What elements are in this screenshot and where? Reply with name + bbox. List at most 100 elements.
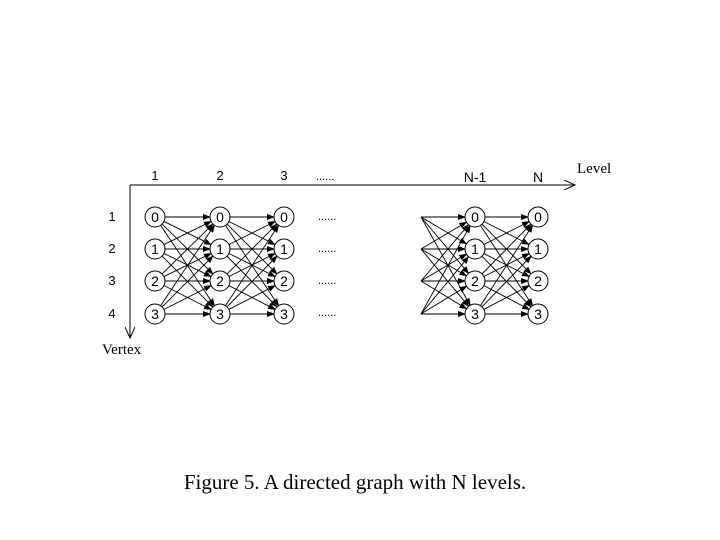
- vertex-axis-label: Vertex: [102, 342, 142, 358]
- node-label: 2: [216, 273, 224, 289]
- row-ellipsis-3: ......: [318, 275, 336, 287]
- node-circle: [144, 270, 166, 292]
- vertex-label-1: 1: [108, 209, 115, 224]
- node-label: 1: [216, 241, 224, 257]
- level-label-ellipsis: ......: [316, 171, 334, 183]
- node-label: 3: [534, 306, 542, 322]
- node-label: 3: [280, 306, 288, 322]
- node-circle: [273, 238, 295, 260]
- node-circle: [527, 270, 549, 292]
- node-label: 2: [280, 273, 288, 289]
- edge-level4-to-level5-v2-v0: [481, 223, 532, 275]
- node-level5-vertex3: 3: [527, 303, 549, 325]
- row-ellipsis-2: ......: [318, 243, 336, 255]
- level-label-3: 3: [280, 168, 287, 183]
- edge-level2-to-level3-v3-v1: [226, 255, 278, 308]
- node-circle: [144, 206, 166, 228]
- edge-incoming-level-n-minus-1-v2-v1: [420, 253, 468, 282]
- edge-level2-to-level3-v1-v0: [228, 221, 276, 245]
- node-circle: [273, 206, 295, 228]
- edge-incoming-level-n-minus-1-v3-v0: [420, 224, 471, 315]
- node-level2-vertex0: 0: [209, 206, 231, 228]
- node-level3-vertex3: 3: [273, 303, 295, 325]
- node-label: 0: [534, 209, 542, 225]
- node-label: 0: [280, 209, 288, 225]
- edges-layer: [160, 214, 534, 317]
- vertex-label-3: 3: [108, 273, 115, 288]
- node-circle: [273, 270, 295, 292]
- node-circle: [273, 303, 295, 325]
- node-level2-vertex2: 2: [209, 270, 231, 292]
- node-circle: [144, 238, 166, 260]
- edge-level1-to-level2-v3-v0: [160, 224, 215, 306]
- node-level4-vertex3: 3: [464, 303, 486, 325]
- node-label: 0: [216, 209, 224, 225]
- node-circle: [464, 206, 486, 228]
- node-circle: [527, 303, 549, 325]
- node-level1-vertex1: 1: [144, 238, 166, 260]
- node-level3-vertex0: 0: [273, 206, 295, 228]
- node-level5-vertex2: 2: [527, 270, 549, 292]
- level-label-n: N: [533, 169, 543, 185]
- edge-incoming-level-n-minus-1-v3-v1: [420, 255, 470, 315]
- node-circle: [527, 238, 549, 260]
- edge-incoming-level-n-minus-1-v2-v3: [420, 280, 468, 310]
- edge-level4-to-level5-v1-v0: [483, 221, 530, 245]
- node-circle: [144, 303, 166, 325]
- node-label: 1: [534, 241, 542, 257]
- edge-incoming-level-n-minus-1-v1-v0: [420, 221, 468, 250]
- edge-level2-to-level3-v2-v0: [226, 223, 278, 275]
- node-circle: [209, 303, 231, 325]
- node-label: 0: [471, 209, 479, 225]
- node-label: 2: [534, 273, 542, 289]
- node-level4-vertex1: 1: [464, 238, 486, 260]
- edge-incoming-level-n-minus-1-v2-v0: [420, 223, 470, 282]
- edge-level4-to-level5-v3-v2: [483, 285, 531, 310]
- node-level1-vertex2: 2: [144, 270, 166, 292]
- node-label: 3: [471, 306, 479, 322]
- node-level2-vertex3: 3: [209, 303, 231, 325]
- node-level5-vertex0: 0: [527, 206, 549, 228]
- edge-level1-to-level2-v3-v1: [161, 255, 214, 308]
- node-circle: [209, 206, 231, 228]
- node-circle: [464, 303, 486, 325]
- row-ellipsis-4: ......: [318, 307, 336, 319]
- edge-incoming-level-n-minus-1-v0-v3: [420, 216, 471, 307]
- node-circle: [464, 270, 486, 292]
- vertex-label-2: 2: [108, 241, 115, 256]
- edge-level2-to-level3-v3-v0: [225, 224, 280, 306]
- edge-incoming-level-n-minus-1-v0-v1: [420, 216, 468, 245]
- node-level3-vertex1: 1: [273, 238, 295, 260]
- edge-incoming-level-n-minus-1-v0-v2: [420, 216, 470, 275]
- node-level1-vertex0: 0: [144, 206, 166, 228]
- node-label: 1: [280, 241, 288, 257]
- edge-level1-to-level2-v3-v2: [163, 285, 212, 310]
- figure-caption: Figure 5. A directed graph with N levels…: [183, 470, 527, 494]
- row-ellipsis-1: ......: [318, 211, 336, 223]
- edge-incoming-level-n-minus-1-v3-v2: [420, 285, 468, 315]
- node-level4-vertex2: 2: [464, 270, 486, 292]
- node-level4-vertex0: 0: [464, 206, 486, 228]
- node-circle: [527, 206, 549, 228]
- node-circle: [209, 270, 231, 292]
- vertex-label-4: 4: [108, 306, 115, 321]
- node-label: 2: [151, 273, 159, 289]
- node-label: 0: [151, 209, 159, 225]
- edge-level4-to-level5-v3-v1: [481, 255, 532, 308]
- node-label: 2: [471, 273, 479, 289]
- level-label-n-minus-1: N-1: [464, 169, 487, 185]
- node-label: 1: [471, 241, 479, 257]
- node-level5-vertex1: 1: [527, 238, 549, 260]
- edge-incoming-level-n-minus-1-v1-v3: [420, 248, 470, 308]
- edge-level1-to-level2-v1-v0: [163, 220, 212, 245]
- level-axis-label: Level: [577, 161, 611, 177]
- node-level3-vertex2: 2: [273, 270, 295, 292]
- level-label-1: 1: [151, 168, 158, 183]
- node-label: 3: [216, 306, 224, 322]
- edge-level1-to-level2-v2-v0: [161, 223, 214, 275]
- node-level2-vertex1: 1: [209, 238, 231, 260]
- node-label: 1: [151, 241, 159, 257]
- node-circle: [209, 238, 231, 260]
